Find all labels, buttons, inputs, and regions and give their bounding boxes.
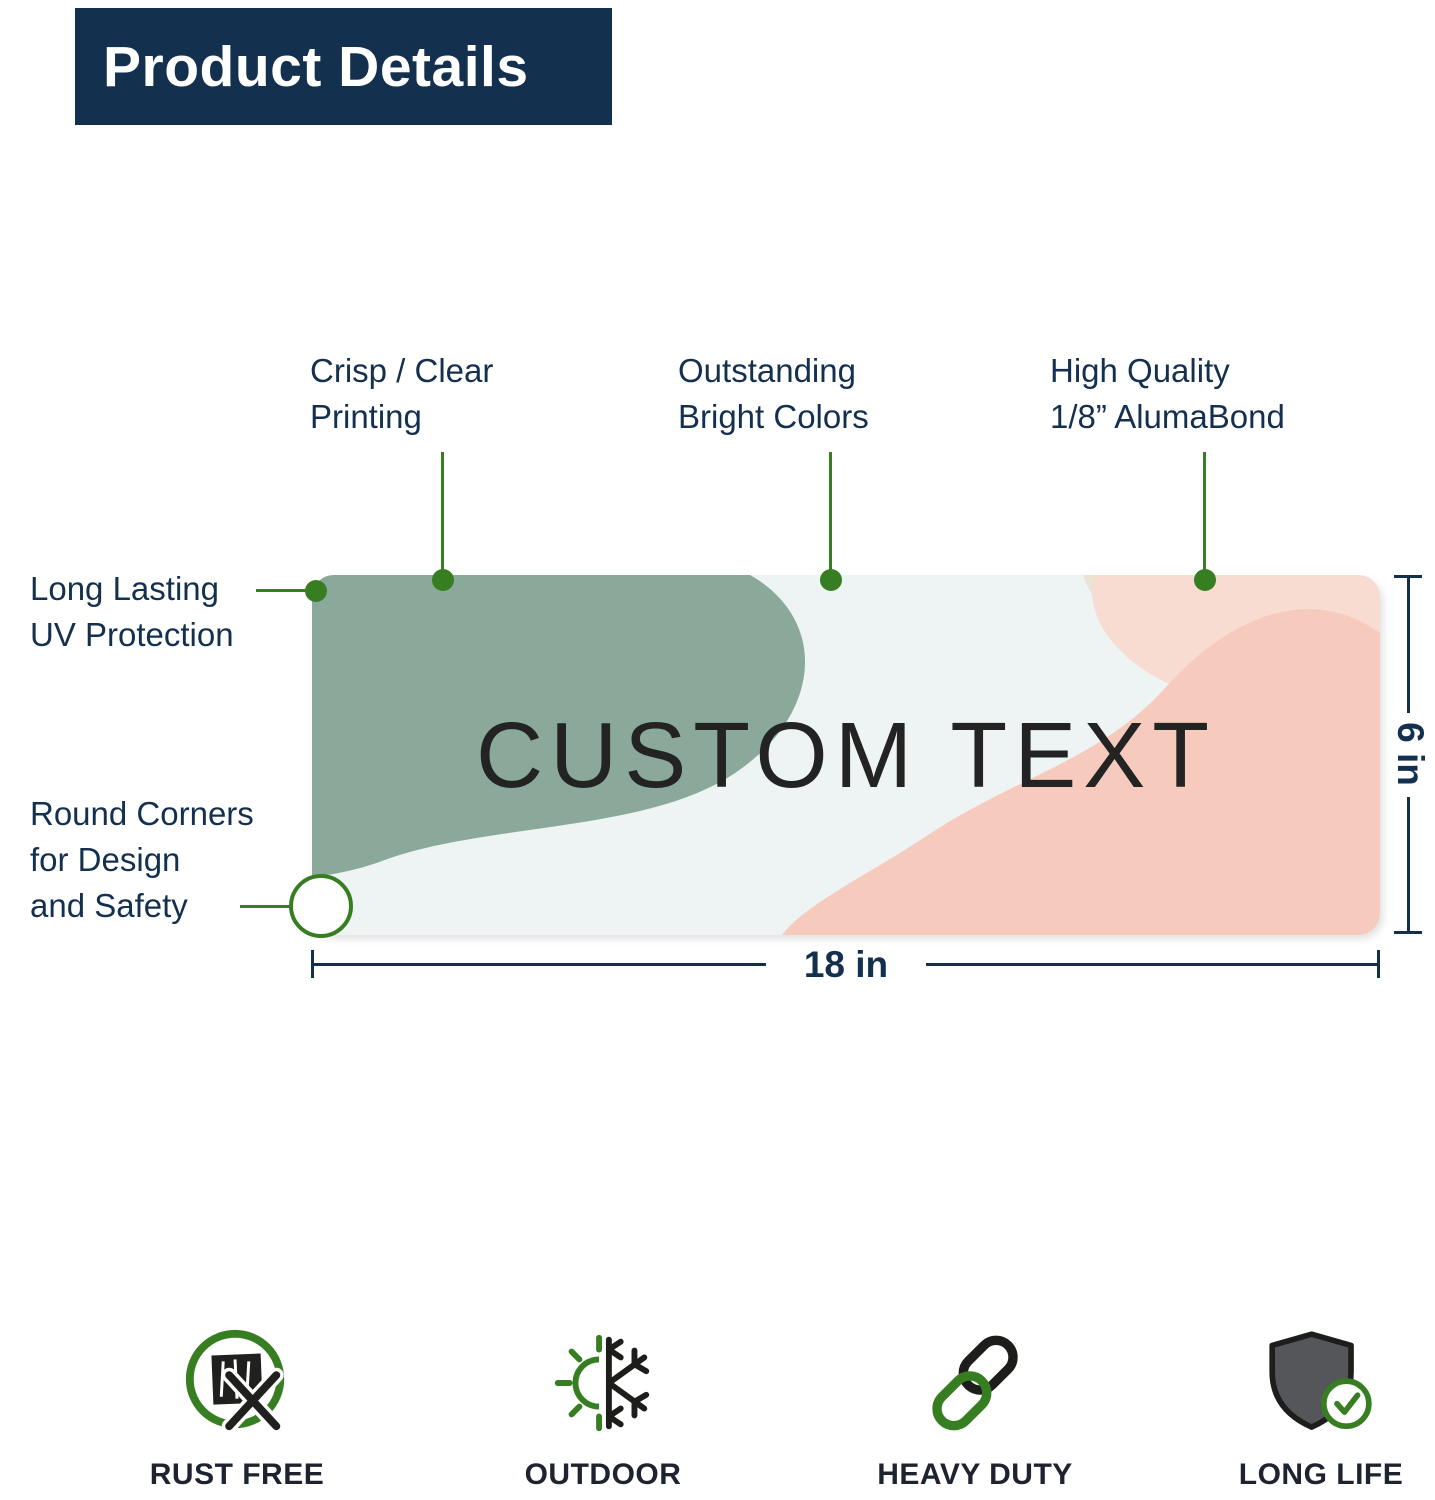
- heavy-duty-icon: [850, 1322, 1100, 1444]
- sage-blob: [312, 575, 806, 877]
- width-dim-line-right: [926, 963, 1380, 966]
- height-dim-line-top: [1407, 575, 1410, 713]
- header-banner: Product Details: [75, 8, 612, 125]
- callout-round-corners: Round Corners for Design and Safety: [30, 791, 254, 929]
- long-life-icon: [1196, 1322, 1435, 1444]
- callout-line: Outstanding: [678, 352, 856, 389]
- leader-line-quality: [1203, 452, 1206, 570]
- callout-line: 1/8” AlumaBond: [1050, 398, 1285, 435]
- sign-preview: CUSTOM TEXT: [312, 575, 1380, 935]
- leader-line-bright: [829, 452, 832, 570]
- callout-alumabond: High Quality 1/8” AlumaBond: [1050, 348, 1285, 440]
- sign-background-shapes: [312, 575, 1380, 935]
- corner-highlight-ring: [289, 874, 353, 938]
- callout-line: and Safety: [30, 887, 188, 924]
- callout-uv-protection: Long Lasting UV Protection: [30, 566, 234, 658]
- callout-bright-colors: Outstanding Bright Colors: [678, 348, 869, 440]
- pink-blob: [782, 609, 1380, 935]
- callout-line: Bright Colors: [678, 398, 869, 435]
- callout-line: High Quality: [1050, 352, 1230, 389]
- feature-label: RUST FREE: [149, 1458, 325, 1491]
- leader-dot-crisp: [432, 569, 454, 591]
- callout-line: Printing: [310, 398, 422, 435]
- feature-label: LONG LIFE: [1238, 1458, 1404, 1491]
- width-dim-label: 18 in: [803, 944, 889, 985]
- sign-custom-text: CUSTOM TEXT: [475, 702, 1217, 807]
- feature-rust-free: RUST FREE: [112, 1322, 362, 1492]
- leader-dot-uv: [305, 580, 327, 602]
- leader-line-corners: [240, 905, 292, 908]
- callout-line: UV Protection: [30, 616, 234, 653]
- feature-outdoor: OUTDOOR: [478, 1322, 728, 1492]
- width-dim-line-left: [311, 963, 766, 966]
- outdoor-icon: [478, 1322, 728, 1444]
- callout-line: Crisp / Clear: [310, 352, 494, 389]
- feature-heavy-duty: HEAVY DUTY: [850, 1322, 1100, 1492]
- height-dim-line-bottom: [1407, 797, 1410, 934]
- feature-label: OUTDOOR: [524, 1458, 682, 1491]
- callout-line: Round Corners: [30, 795, 254, 832]
- page-title: Product Details: [103, 34, 529, 99]
- leader-dot-bright: [820, 569, 842, 591]
- feature-label: HEAVY DUTY: [877, 1458, 1073, 1491]
- height-dim-label: 6 in: [1390, 722, 1431, 786]
- callout-line: Long Lasting: [30, 570, 219, 607]
- callout-line: for Design: [30, 841, 181, 878]
- leader-line-uv: [256, 589, 306, 592]
- leader-line-crisp: [441, 452, 444, 570]
- rust-free-icon: [112, 1322, 362, 1444]
- leader-dot-quality: [1194, 569, 1216, 591]
- callout-crisp-printing: Crisp / Clear Printing: [310, 348, 493, 440]
- feature-long-life: LONG LIFE: [1196, 1322, 1435, 1492]
